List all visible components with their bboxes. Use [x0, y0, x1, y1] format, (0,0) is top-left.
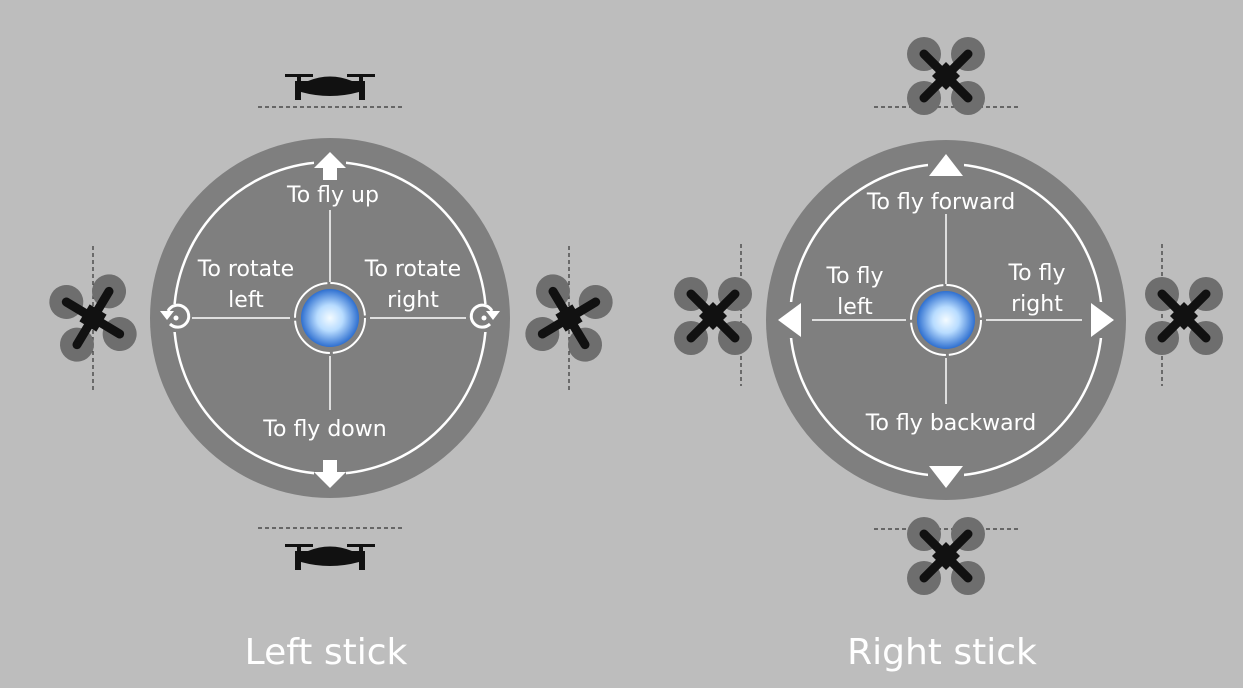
right-stick-group: To fly forward To fly backward To fly le… — [674, 37, 1223, 673]
left-right-label-line1: To rotate — [364, 257, 461, 282]
right-stick-caption: Right stick — [847, 632, 1037, 673]
right-knob — [917, 291, 975, 349]
left-down-label: To fly down — [262, 417, 386, 442]
right-down-label: To fly backward — [865, 411, 1036, 436]
triangle-left-icon — [778, 303, 801, 337]
left-stick-group: To fly up To fly down To rotate left To … — [46, 74, 617, 673]
triangle-right-icon — [1091, 303, 1114, 337]
drone-top-view-icon — [907, 37, 985, 115]
left-knob — [301, 289, 359, 347]
triangle-down-icon — [929, 466, 963, 488]
right-knob-ring — [910, 284, 982, 356]
rotate-left-icon — [160, 303, 191, 329]
right-right-label-line1: To fly — [1007, 261, 1065, 286]
drone-side-view-icon — [285, 74, 375, 100]
drone-side-view-icon — [285, 544, 375, 570]
left-right-label-line2: right — [387, 288, 439, 313]
left-stick-caption: Left stick — [245, 632, 408, 673]
drone-top-view-icon — [674, 277, 752, 355]
triangle-up-icon — [929, 154, 963, 176]
right-left-label-line1: To fly — [825, 264, 883, 289]
left-left-label-line2: left — [228, 288, 264, 313]
left-up-label: To fly up — [286, 183, 379, 208]
rotate-right-icon — [469, 303, 500, 329]
arrow-down-icon — [314, 460, 346, 488]
drone-top-view-icon — [1145, 277, 1223, 355]
right-right-label-line2: right — [1011, 292, 1063, 317]
left-left-label-line1: To rotate — [197, 257, 294, 282]
right-left-label-line2: left — [837, 295, 873, 320]
arrow-up-icon — [314, 152, 346, 180]
left-knob-ring — [294, 282, 366, 354]
right-up-label: To fly forward — [866, 190, 1015, 215]
